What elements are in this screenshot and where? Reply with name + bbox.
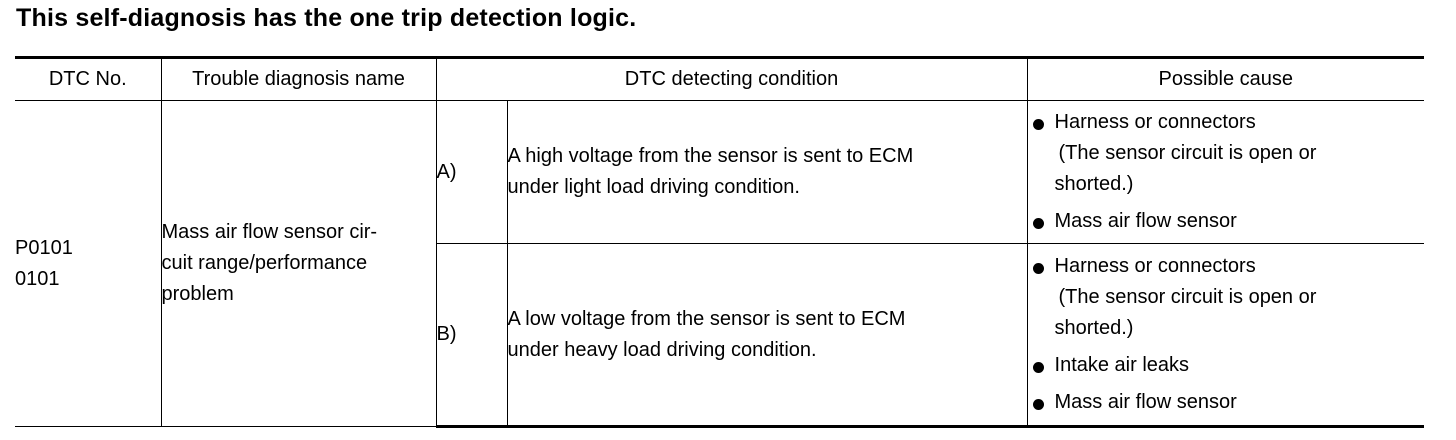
possible-cause-b: Harness or connectors (The sensor circui… [1026,243,1425,428]
bullet-icon [1032,399,1044,410]
header-trouble-diagnosis-name: Trouble diagnosis name [160,56,437,101]
bullet-icon [1032,362,1044,373]
dtc-code-short: 0101 [15,267,60,290]
bullet-icon [1032,218,1044,229]
table-header-row: DTC No. Trouble diagnosis name DTC detec… [15,56,1425,101]
condition-text-b: A low voltage from the sensor is sent to… [506,243,1028,428]
diagnosis-name-line: problem [161,283,234,305]
condition-text-a: A high voltage from the sensor is sent t… [506,100,1028,244]
cause-line: (The sensor circuit is open or [1058,286,1317,308]
diagnosis-name-line: Mass air flow sensor cir- [161,221,378,243]
cause-line: (The sensor circuit is open or [1058,142,1317,164]
cause-line: Mass air flow sensor [1054,210,1237,232]
cause-line: shorted.) [1054,173,1134,195]
header-dtc-detecting-condition: DTC detecting condition [435,56,1028,101]
cause-item: Intake air leaks [1028,350,1425,381]
cause-list: Harness or connectors (The sensor circui… [1028,107,1425,237]
dtc-number-cell: P0101 0101 [15,100,162,427]
cause-line: shorted.) [1054,317,1134,339]
cause-line: Mass air flow sensor [1054,391,1237,413]
bullet-icon [1032,119,1044,130]
condition-line: under heavy load driving condition. [507,338,817,361]
header-dtc-no: DTC No. [15,56,162,101]
cause-line: Intake air leaks [1054,354,1190,376]
page-heading: This self-diagnosis has the one trip det… [16,4,637,32]
cause-line: Harness or connectors [1054,255,1256,277]
cause-item: Mass air flow sensor [1028,206,1425,237]
diagnosis-name-line: cuit range/performance [161,252,368,274]
cause-item: Harness or connectors (The sensor circui… [1028,107,1425,200]
cause-list: Harness or connectors (The sensor circui… [1028,251,1425,418]
diagnosis-name-cell: Mass air flow sensor cir- cuit range/per… [160,100,437,427]
header-possible-cause: Possible cause [1026,56,1425,101]
table-row-condition-a: P0101 0101 Mass air flow sensor cir- cui… [15,100,1425,427]
dtc-code: P0101 [15,236,73,259]
bullet-icon [1032,263,1044,274]
cause-line: Harness or connectors [1054,111,1256,133]
dtc-table: DTC No. Trouble diagnosis name DTC detec… [15,56,1425,428]
possible-cause-a: Harness or connectors (The sensor circui… [1026,100,1425,244]
cause-item: Mass air flow sensor [1028,387,1425,418]
cause-item: Harness or connectors (The sensor circui… [1028,251,1425,344]
condition-line: A low voltage from the sensor is sent to… [507,307,906,330]
condition-letter-b: B) [436,243,508,428]
condition-line: under light load driving condition. [507,176,800,198]
condition-line: A high voltage from the sensor is sent t… [507,145,914,167]
condition-letter-a: A) [435,100,508,244]
table-row-condition-b: B) A low voltage from the sensor is sent… [15,243,1425,428]
